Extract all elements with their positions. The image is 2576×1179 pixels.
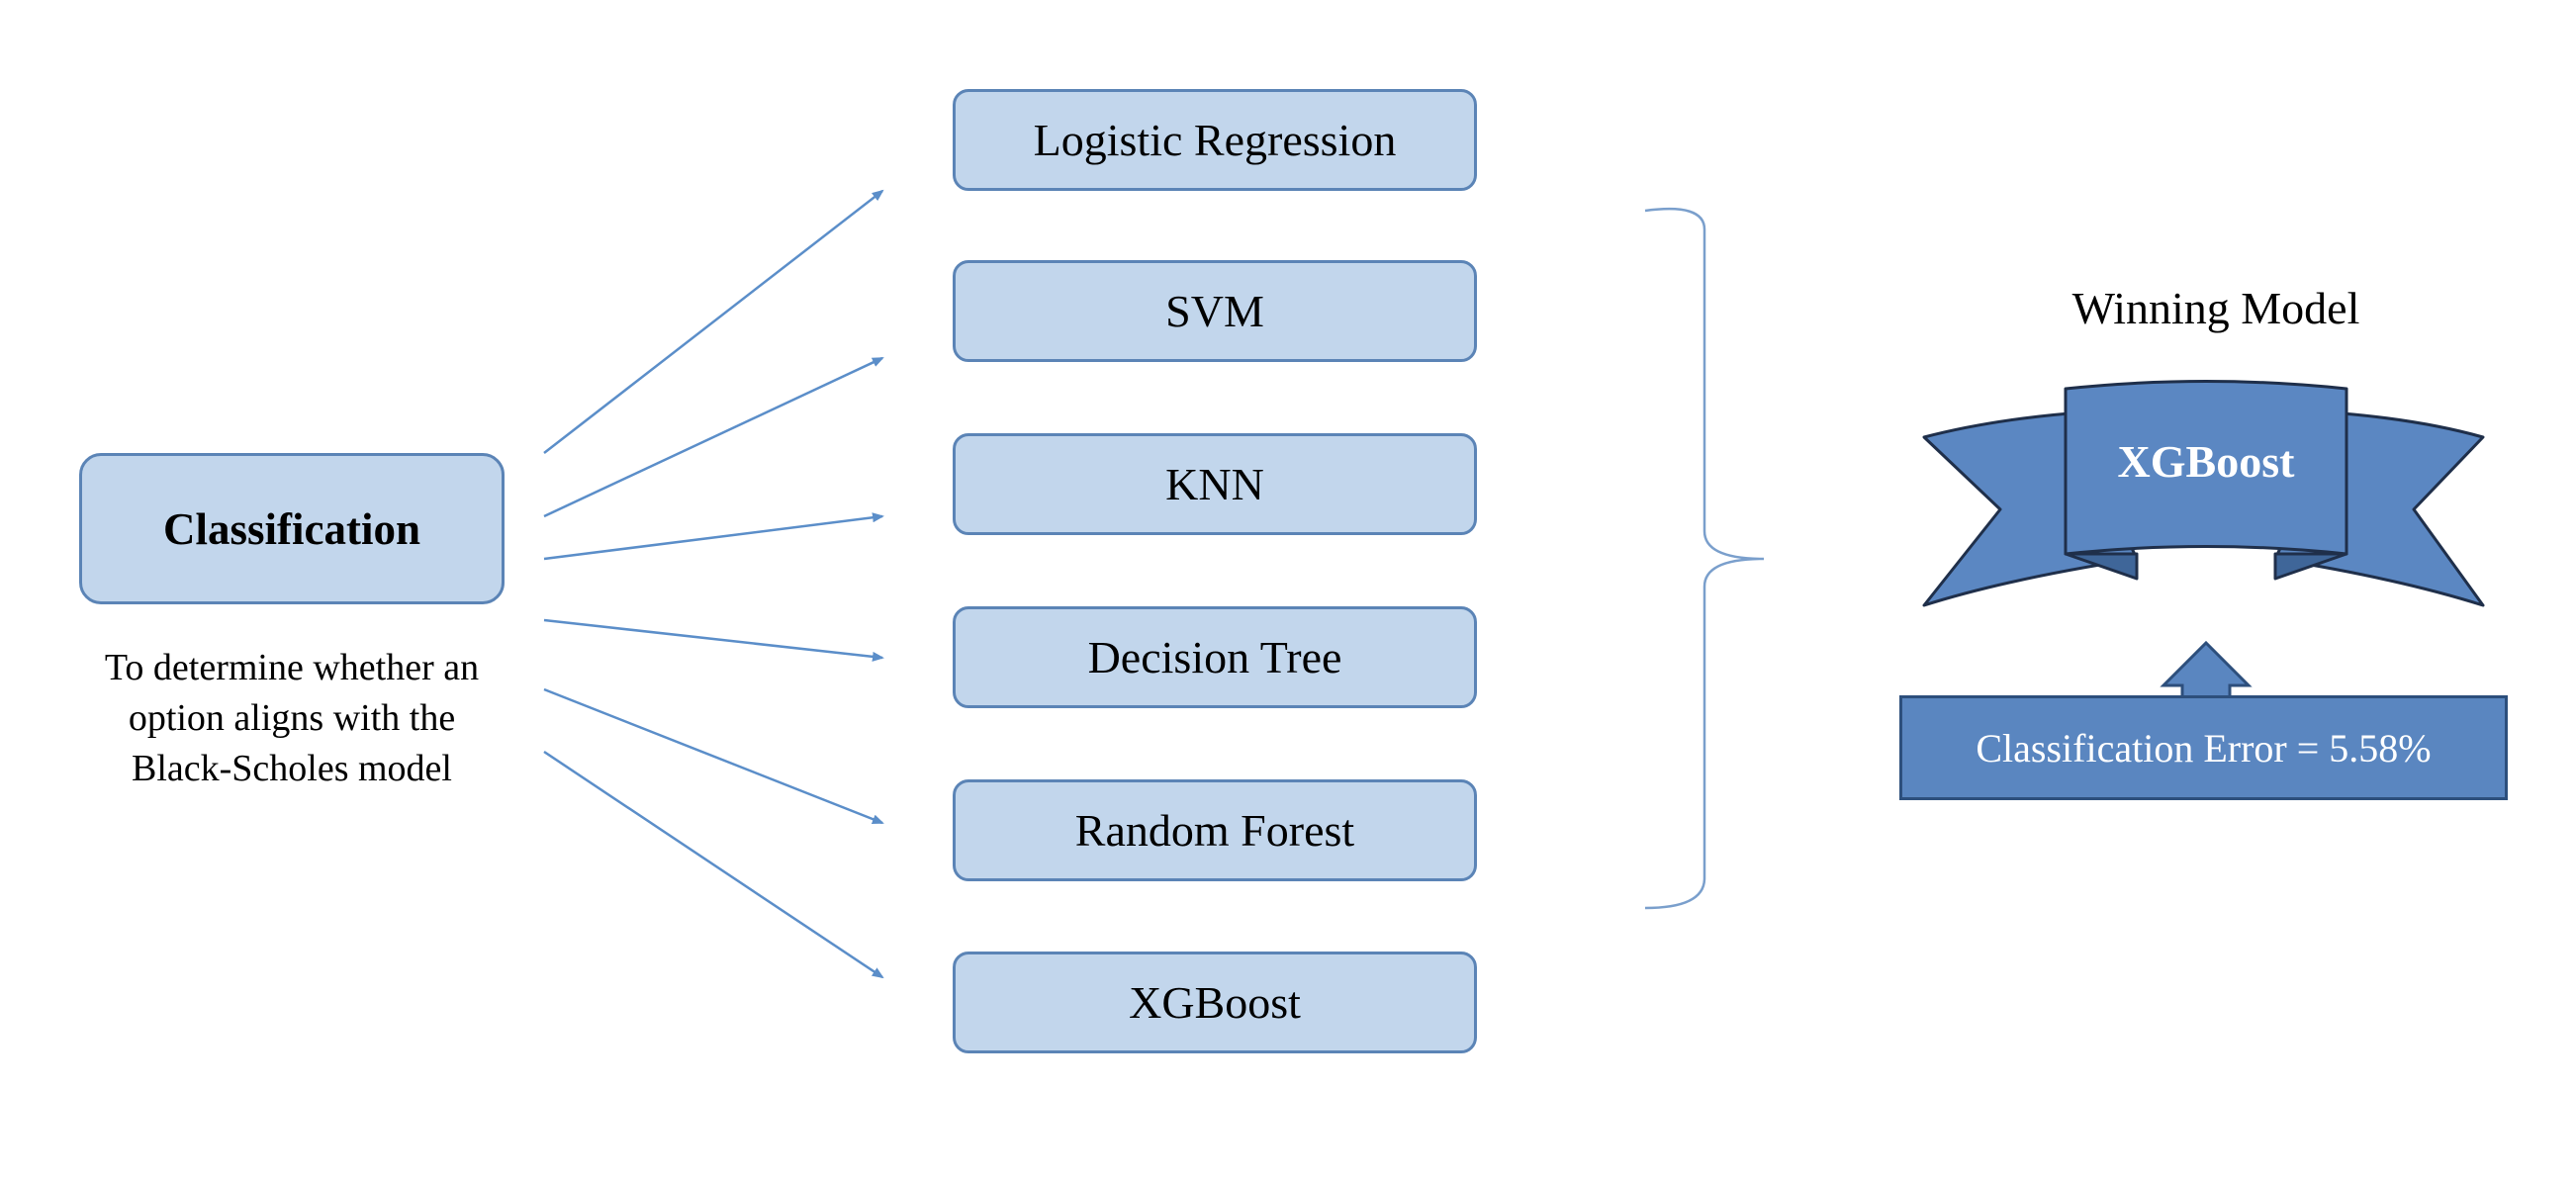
ribbon-right-fold <box>2273 552 2348 581</box>
model-box-decision-tree: Decision Tree <box>953 606 1477 708</box>
description-line: Black-Scholes model <box>132 748 452 789</box>
winner-label: XGBoost <box>2117 436 2295 487</box>
model-box-xgboost: XGBoost <box>953 952 1477 1053</box>
model-box-svm: SVM <box>953 260 1477 362</box>
up-arrow-shape <box>2160 640 2253 697</box>
arrow-to-xgboost <box>543 750 884 979</box>
model-label: SVM <box>1165 286 1264 336</box>
arrow-to-decision-tree <box>543 618 884 662</box>
arrow-to-logistic-regression <box>543 189 884 454</box>
description-line: To determine whether an <box>104 647 480 688</box>
arrow-to-random-forest <box>543 687 884 825</box>
arrow-to-knn <box>543 512 884 561</box>
grouping-brace <box>1644 207 1765 910</box>
winner-ribbon <box>1922 380 2485 607</box>
model-box-random-forest: Random Forest <box>953 779 1477 881</box>
classification-label: Classification <box>162 503 420 554</box>
model-box-logistic-regression: Logistic Regression <box>953 89 1477 191</box>
description-line: option aligns with the <box>128 697 456 739</box>
classification-error-label: Classification Error = 5.58% <box>1976 725 2432 771</box>
winning-model-heading: Winning Model <box>2071 283 2360 333</box>
model-label: XGBoost <box>1129 977 1301 1028</box>
model-label: Decision Tree <box>1087 632 1342 682</box>
classification-box: Classification <box>79 453 505 604</box>
model-label: KNN <box>1165 459 1264 509</box>
ribbon-left-fold <box>2064 552 2139 581</box>
model-label: Logistic Regression <box>1033 115 1397 165</box>
model-label: Random Forest <box>1074 805 1355 856</box>
classification-error-box: Classification Error = 5.58% <box>1899 695 2508 800</box>
arrow-to-svm <box>543 356 884 518</box>
ribbon-center-band <box>2064 380 2348 556</box>
model-box-knn: KNN <box>953 433 1477 535</box>
classification-description: To determine whether an option aligns wi… <box>40 643 544 794</box>
